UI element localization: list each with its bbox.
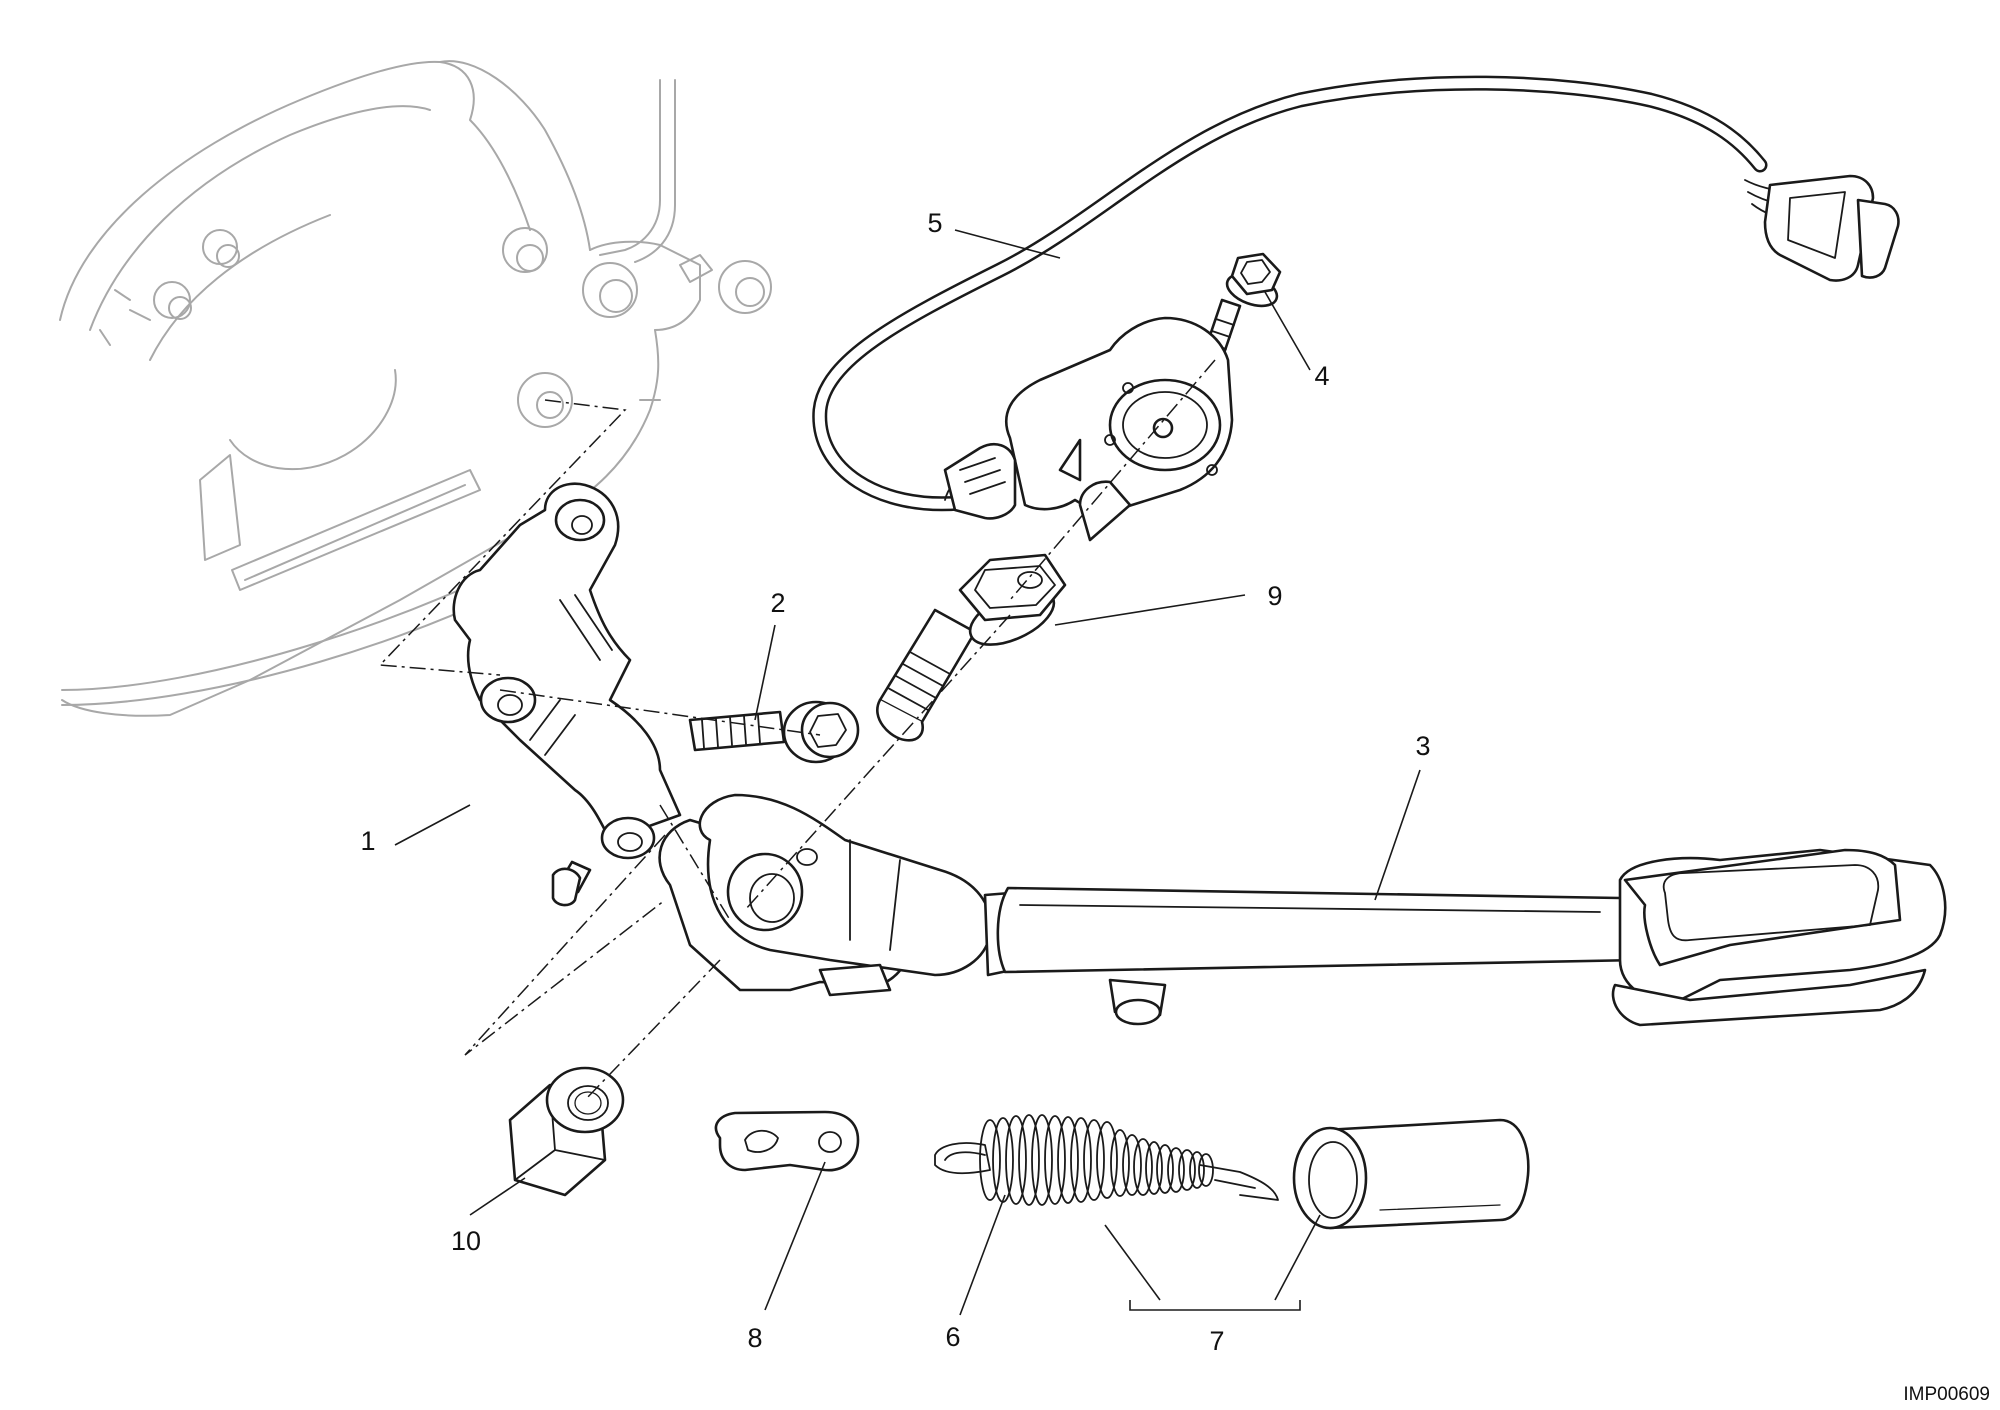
leader-lines xyxy=(394,229,1421,1316)
callout-2: 2 xyxy=(770,588,785,618)
callout-numbers: 1 2 3 4 5 6 7 8 9 10 xyxy=(360,208,1430,1356)
pivot-bolt xyxy=(876,553,1067,742)
sidestand-sensor xyxy=(943,316,1234,542)
sidestand-bracket xyxy=(452,482,682,907)
pivot-nut xyxy=(508,1066,625,1197)
spring-sleeve xyxy=(1292,1118,1530,1230)
callout-1: 1 xyxy=(360,826,375,856)
callout-3: 3 xyxy=(1415,731,1430,761)
callout-7: 7 xyxy=(1209,1326,1224,1356)
callout-8: 8 xyxy=(747,1323,762,1353)
sidestand-leg xyxy=(658,793,1947,1027)
engine-crankcase xyxy=(59,60,772,717)
callout-10: 10 xyxy=(451,1226,481,1256)
stand-spring xyxy=(934,1114,1279,1206)
reference-code: IMP00609 xyxy=(1903,1384,1990,1405)
assembly-center-lines xyxy=(378,359,1216,1101)
retaining-clip xyxy=(714,1110,860,1172)
callout-6: 6 xyxy=(945,1322,960,1352)
spring-coils xyxy=(979,1114,1214,1206)
callout-9: 9 xyxy=(1267,581,1282,611)
cable-connector xyxy=(1763,174,1900,282)
callout-5: 5 xyxy=(927,208,942,238)
bracket-bolt xyxy=(688,700,860,764)
sensor-screw xyxy=(1198,252,1282,373)
sensor-cable xyxy=(812,75,1793,512)
callout-4: 4 xyxy=(1314,361,1329,391)
